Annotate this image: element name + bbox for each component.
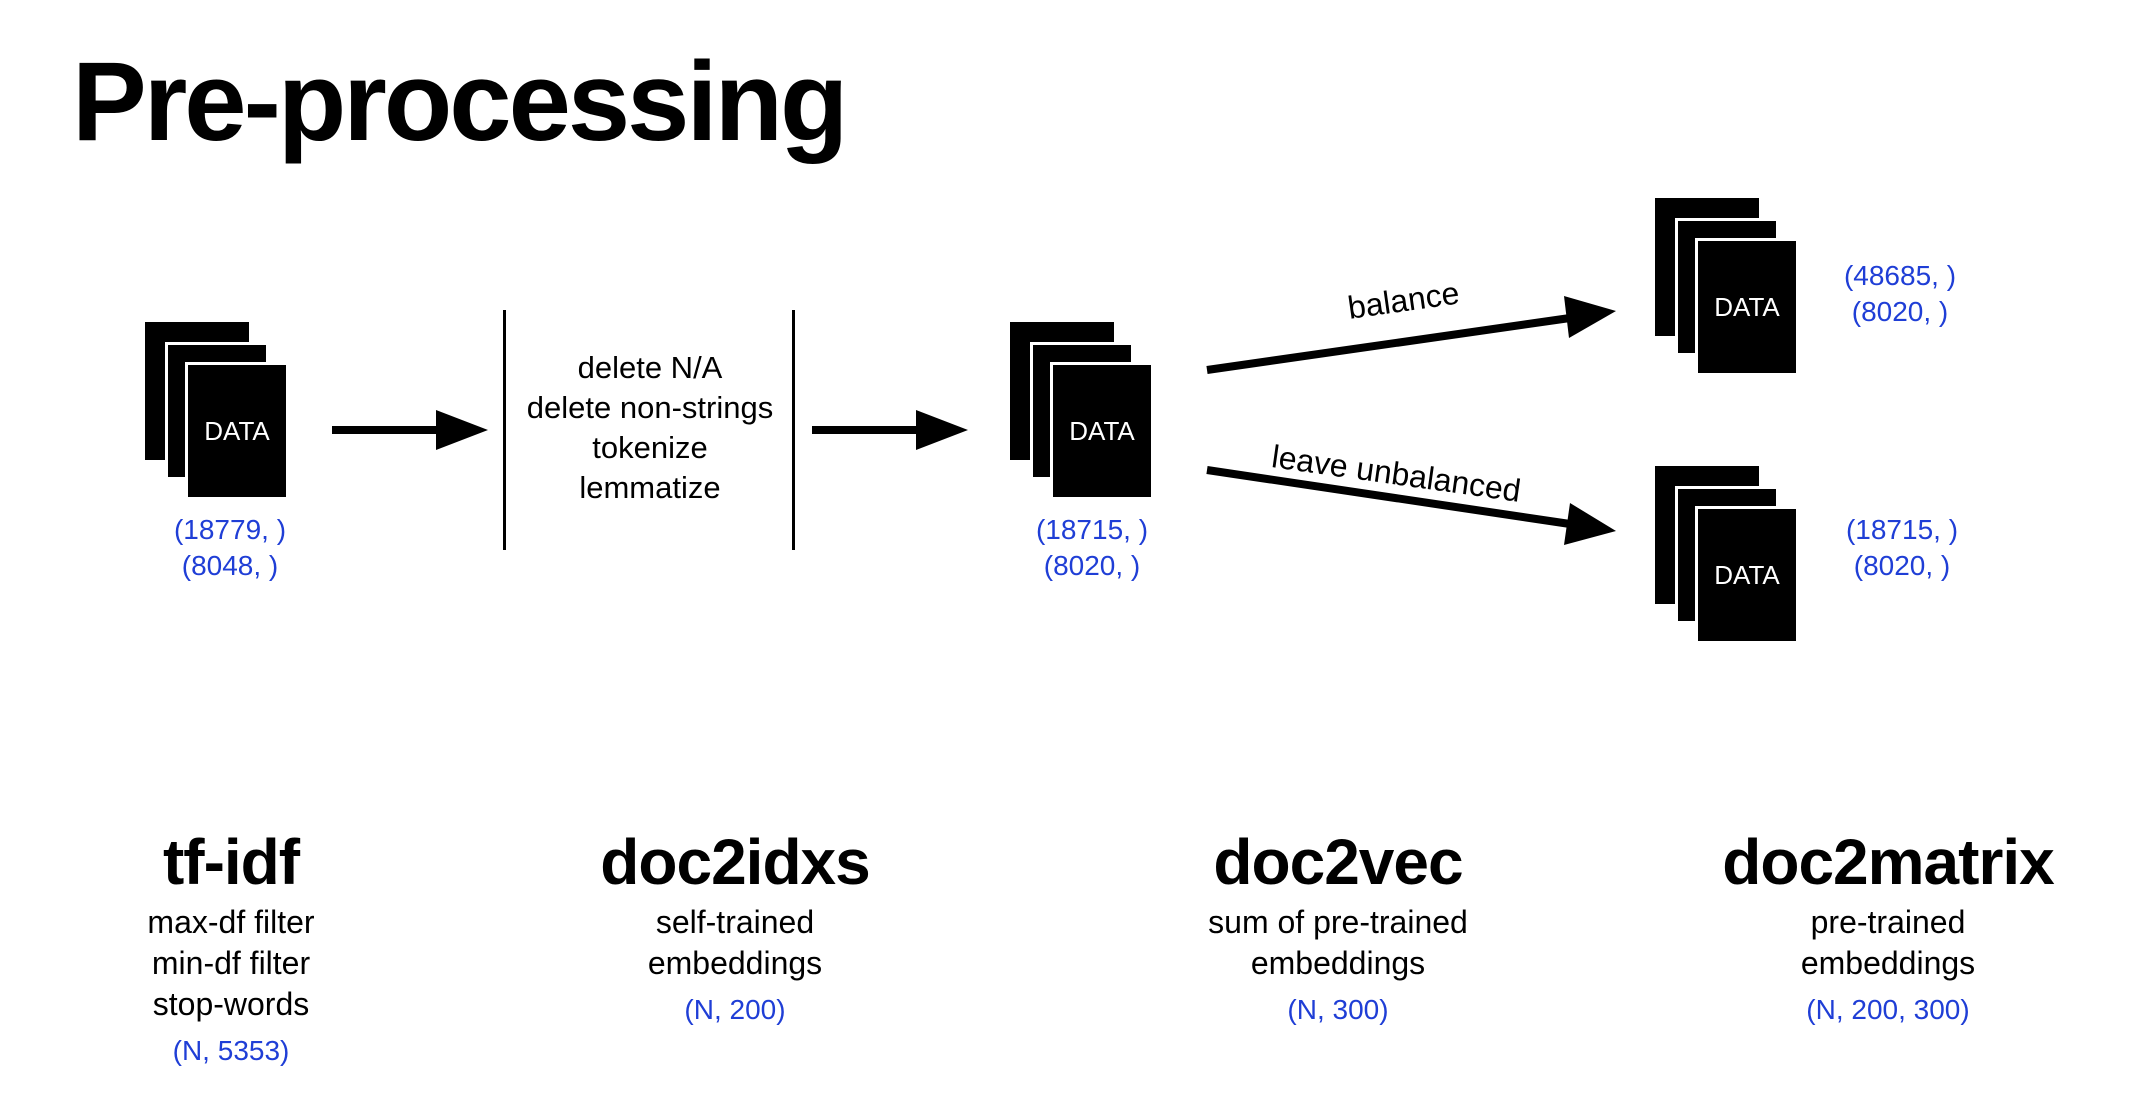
method-dim: (N, 200, 300) (1806, 994, 1970, 1025)
dim-test: (8020, ) (1043, 550, 1141, 581)
data-stack-balanced: DATA (1655, 198, 1805, 376)
method-desc-line: embeddings (1800, 945, 1976, 981)
method-desc-line: sum of pre-trained (1208, 904, 1468, 940)
arrow-input-to-steps (332, 410, 488, 450)
document-sheet: DATA (1050, 362, 1154, 500)
method-dim: (N, 5353) (172, 1035, 290, 1066)
method-name: doc2matrix (1722, 826, 2054, 898)
arrow-balance (1206, 296, 1616, 374)
input-dims: (18779, ) (8048, ) (150, 512, 310, 584)
data-label: DATA (1714, 291, 1780, 322)
method-name: doc2idxs (600, 826, 870, 898)
document-sheet: DATA (185, 362, 289, 500)
dim-test: (8020, ) (1853, 550, 1951, 581)
step-item: delete N/A (577, 350, 723, 385)
data-label: DATA (1714, 559, 1780, 590)
method-doc2matrix: doc2matrix pre-trained embeddings (N, 20… (1698, 822, 2078, 1028)
document-sheet: DATA (1695, 506, 1799, 644)
arrow-leave-unbalanced (1206, 466, 1616, 545)
method-tf-idf: tf-idf max-df filter min-df filter stop-… (41, 822, 421, 1069)
method-doc2idxs: doc2idxs self-trained embeddings (N, 200… (545, 822, 925, 1028)
method-desc-line: embeddings (647, 945, 823, 981)
document-sheet: DATA (1695, 238, 1799, 376)
balanced-dims: (48685, ) (8020, ) (1820, 258, 1980, 330)
step-item: tokenize (592, 430, 708, 465)
method-name: tf-idf (162, 826, 300, 898)
method-dim: (N, 200) (684, 994, 786, 1025)
dim-train: (18779, ) (173, 514, 287, 545)
method-desc-line: stop-words (152, 986, 310, 1022)
method-desc-line: max-df filter (147, 904, 315, 940)
dim-train: (48685, ) (1843, 260, 1957, 291)
method-description: sum of pre-trained embeddings (1148, 902, 1528, 984)
steps-left-bar (503, 310, 506, 550)
method-desc-line: pre-trained (1810, 904, 1966, 940)
data-label: DATA (1069, 415, 1135, 446)
dim-test: (8020, ) (1851, 296, 1949, 327)
method-description: max-df filter min-df filter stop-words (41, 902, 421, 1025)
method-desc-line: embeddings (1250, 945, 1426, 981)
data-label: DATA (204, 415, 270, 446)
method-description: self-trained embeddings (545, 902, 925, 984)
page-title: Pre-processing (72, 39, 848, 164)
step-item: lemmatize (579, 470, 721, 505)
data-stack-input: DATA (145, 322, 295, 500)
cleaned-dims: (18715, ) (8020, ) (1012, 512, 1172, 584)
data-stack-unbalanced: DATA (1655, 466, 1805, 644)
arrow-steps-to-cleaned (812, 410, 968, 450)
step-item: delete non-strings (526, 390, 774, 425)
method-doc2vec: doc2vec sum of pre-trained embeddings (N… (1148, 822, 1528, 1028)
dim-test: (8048, ) (181, 550, 279, 581)
data-stack-cleaned: DATA (1010, 322, 1160, 500)
method-desc-line: min-df filter (151, 945, 311, 981)
method-description: pre-trained embeddings (1698, 902, 2078, 984)
processing-steps: delete N/A delete non-strings tokenize l… (505, 348, 795, 508)
steps-right-bar (792, 310, 795, 550)
method-dim: (N, 300) (1287, 994, 1389, 1025)
dim-train: (18715, ) (1845, 514, 1959, 545)
dim-train: (18715, ) (1035, 514, 1149, 545)
unbalanced-dims: (18715, ) (8020, ) (1822, 512, 1982, 584)
method-name: doc2vec (1213, 826, 1463, 898)
method-desc-line: self-trained (655, 904, 815, 940)
